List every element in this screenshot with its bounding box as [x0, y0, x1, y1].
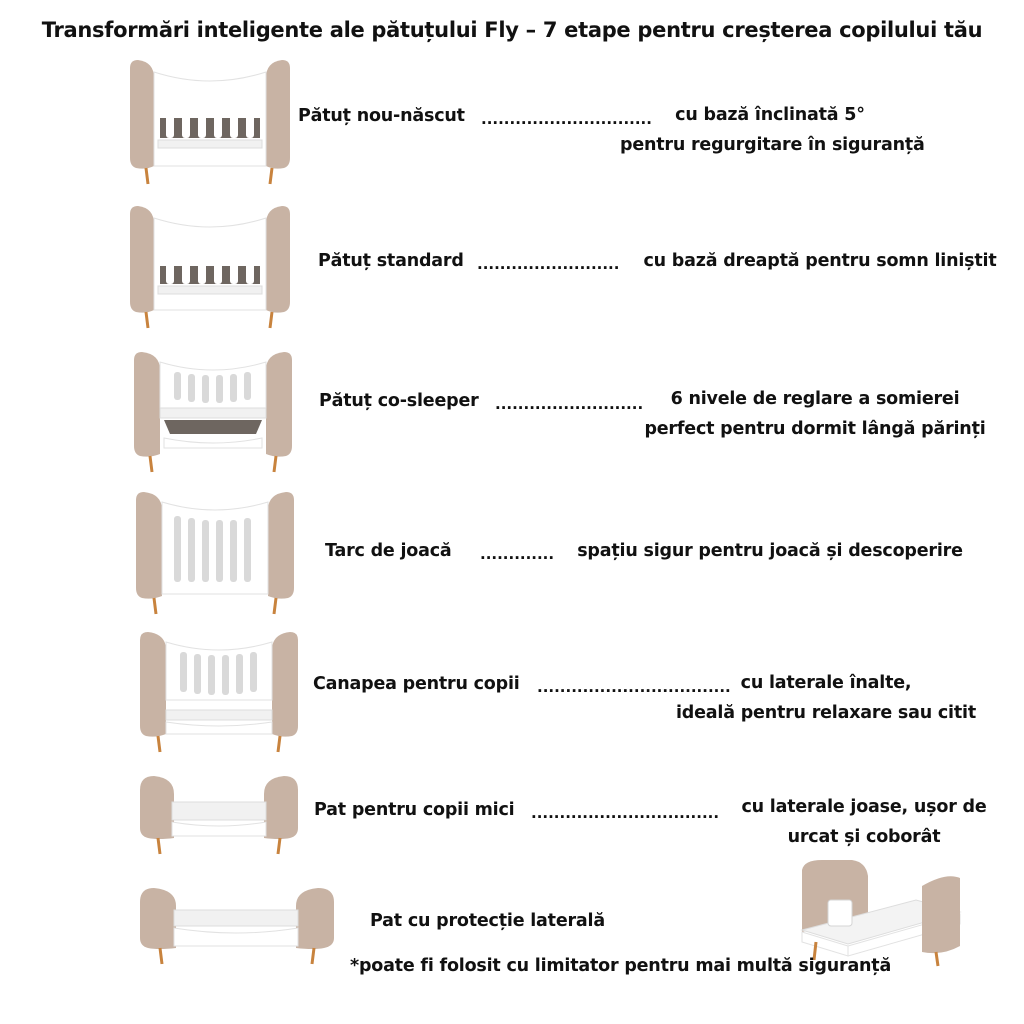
stage-3-label: Pătuț co-sleeper [319, 391, 479, 411]
stage-1-leader: .............................. [481, 110, 652, 128]
stage-3-leader: .......................... [495, 395, 644, 413]
stage-7-label: Pat cu protecție laterală [370, 911, 605, 931]
stage-1-description: cu bază înclinată 5°pentru regurgitare î… [620, 105, 925, 155]
crib-newborn-icon [126, 58, 294, 186]
stage-6-leader: ................................. [531, 804, 720, 822]
crib-cosleeper-icon [130, 350, 296, 474]
playpen-icon [132, 490, 298, 616]
stage-5-label: Canapea pentru copii [313, 674, 520, 694]
stage-5-description: cu laterale înalte,ideală pentru relaxar… [676, 673, 976, 723]
stage-4-leader: ............. [480, 545, 555, 563]
crib-standard-icon [126, 204, 294, 330]
toddler-bed-icon [136, 772, 302, 858]
stage-5-leader: .................................. [537, 678, 731, 696]
stage-6-label: Pat pentru copii mici [314, 800, 515, 820]
bed-with-limiter-icon [796, 856, 966, 970]
stage-4-label: Tarc de joacă [325, 541, 452, 561]
kids-sofa-icon [136, 630, 302, 754]
stage-1-label: Pătuț nou-născut [298, 106, 465, 126]
bed-side-protection-icon [136, 884, 338, 968]
stage-2-label: Pătuț standard [318, 251, 464, 271]
safety-note: *poate fi folosit cu limitator pentru ma… [350, 956, 892, 976]
stage-4-description: spațiu sigur pentru joacă și descoperire [577, 541, 963, 561]
stage-2-description: cu bază dreaptă pentru somn liniștit [643, 251, 997, 271]
page-title: Transformări inteligente ale pătuțului F… [41, 18, 983, 42]
stage-2-leader: ......................... [477, 255, 620, 273]
